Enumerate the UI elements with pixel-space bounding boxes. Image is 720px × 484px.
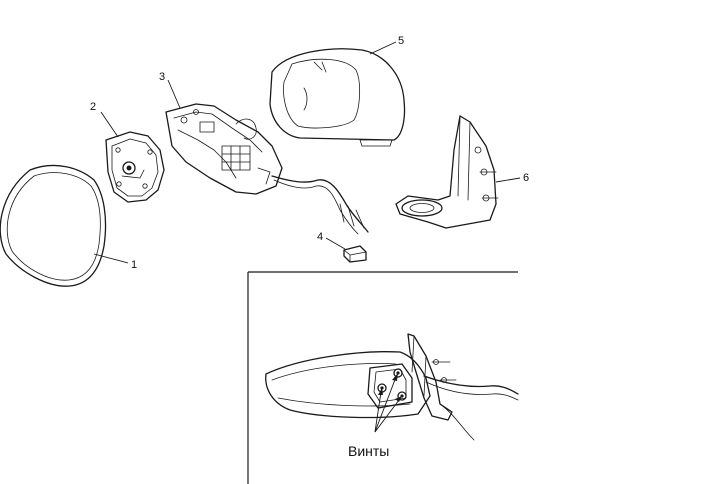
part-4-connector xyxy=(343,245,367,263)
part-2-actuator-plate xyxy=(105,131,165,203)
label-6: 6 xyxy=(495,172,529,184)
label-4: 4 xyxy=(317,231,346,250)
part-3-motor-housing xyxy=(165,103,369,235)
label-2: 2 xyxy=(90,101,119,138)
part-number-4: 4 xyxy=(317,231,323,243)
assembled-mirror-detail xyxy=(265,333,519,441)
screw-3 xyxy=(397,391,407,401)
part-number-6: 6 xyxy=(523,172,529,184)
label-1: 1 xyxy=(93,253,137,271)
part-1-mirror-glass xyxy=(0,164,107,287)
part-number-3: 3 xyxy=(159,71,165,83)
label-5: 5 xyxy=(369,35,404,55)
part-6-mirror-base xyxy=(395,115,499,229)
part-5-housing-cover xyxy=(269,48,406,147)
detail-inset: Винты xyxy=(247,271,519,484)
screws-caption: Винты xyxy=(348,443,389,459)
label-3: 3 xyxy=(159,71,181,109)
part-number-5: 5 xyxy=(398,35,404,47)
screw-1 xyxy=(393,368,403,378)
screw-arrows xyxy=(374,373,402,433)
part-number-2: 2 xyxy=(90,101,96,113)
part-number-1: 1 xyxy=(131,259,137,271)
